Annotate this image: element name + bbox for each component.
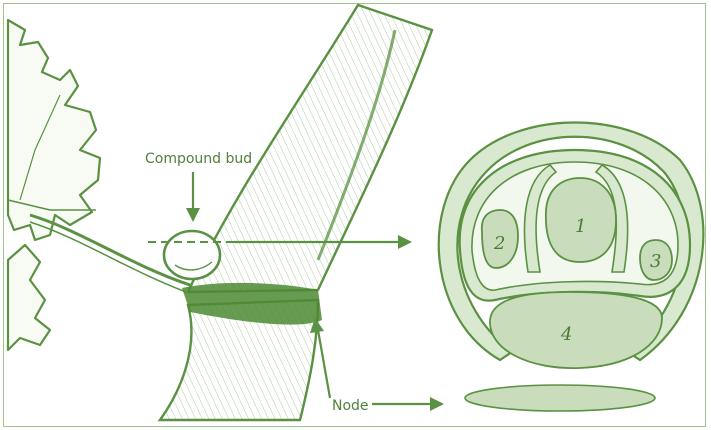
shadow-shape xyxy=(88,268,168,392)
node-arrow-up xyxy=(318,330,330,398)
node-cross-section xyxy=(465,385,655,411)
tertiary-bud-number: 3 xyxy=(650,251,661,272)
compound-bud-label: Compound bud xyxy=(145,151,252,167)
compound-bud-arrow-head xyxy=(186,208,200,222)
section-arrow-head xyxy=(398,235,412,249)
grape-leaf xyxy=(8,20,100,350)
primary-bud-number: 1 xyxy=(575,216,586,237)
node-arrow-right-head xyxy=(430,397,444,411)
node-label: Node xyxy=(332,398,369,414)
cane xyxy=(160,5,432,420)
secondary-bud-number: 2 xyxy=(493,233,505,254)
compound-bud-shape xyxy=(164,231,220,279)
base-number: 4 xyxy=(560,324,572,345)
